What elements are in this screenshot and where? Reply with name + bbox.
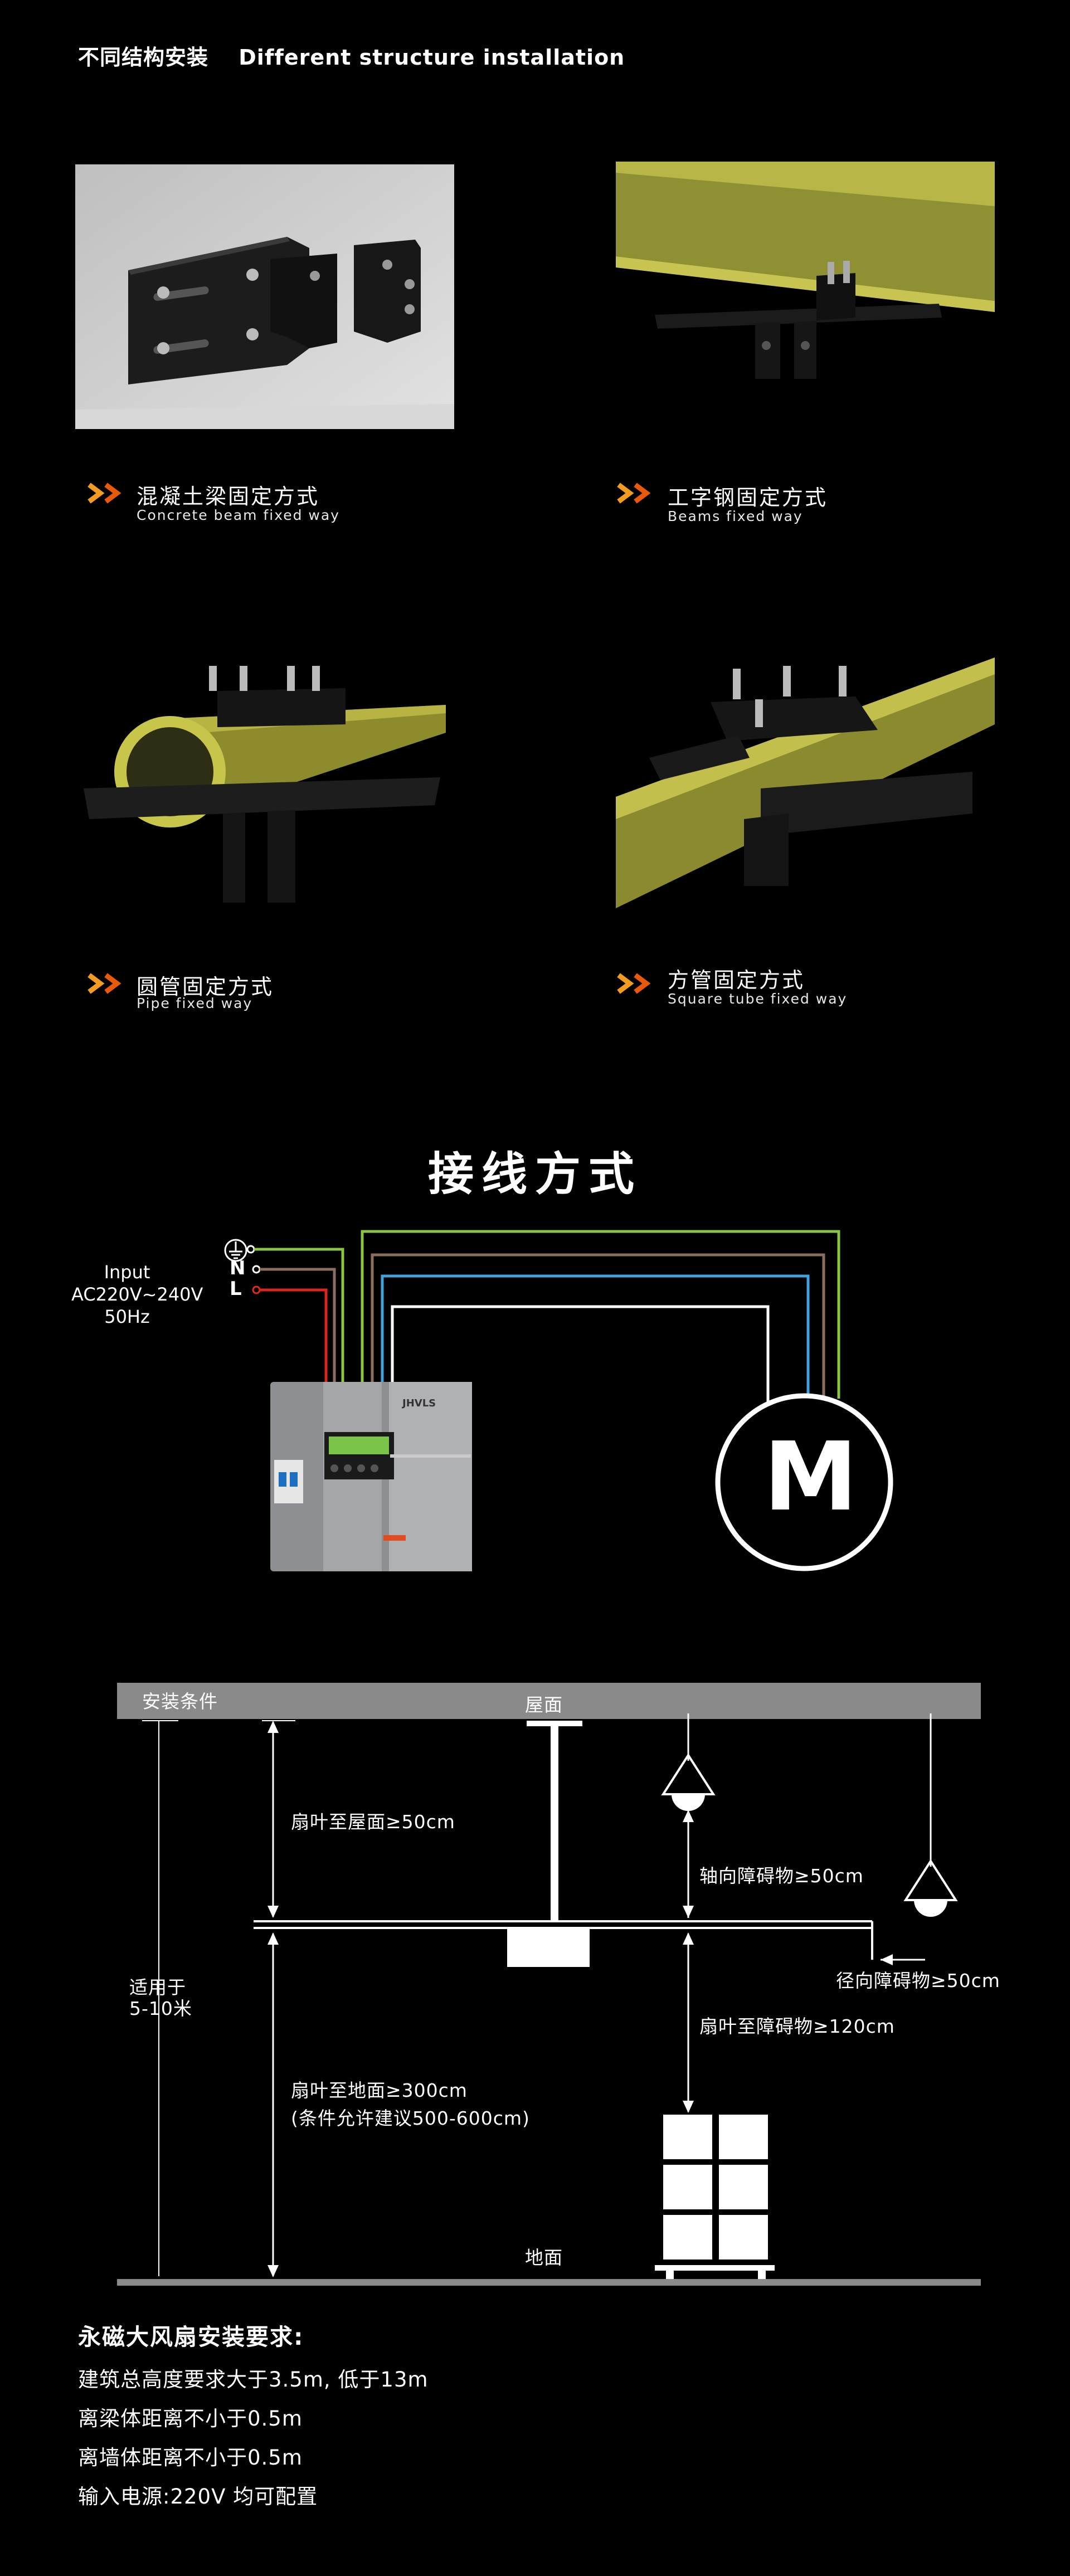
- motor-label: M: [763, 1422, 858, 1532]
- chevron-icon: [86, 972, 125, 995]
- requirement-line: 建筑总高度要求大于3.5m, 低于13m: [78, 2368, 429, 2392]
- i-beam-photo: [616, 162, 995, 379]
- chevron-icon: [616, 972, 655, 995]
- chevron-icon: [86, 482, 125, 504]
- mount-cn-label: 混凝土梁固定方式: [137, 484, 320, 509]
- applicable-line-1: 适用于: [129, 1976, 186, 1998]
- blade-ground-note: (条件允许建议500-600cm): [291, 2107, 530, 2129]
- requirements-title: 永磁大风扇安装要求:: [78, 2324, 304, 2350]
- square-tube-photo: [616, 646, 995, 908]
- requirement-line: 离梁体距离不小于0.5m: [78, 2407, 303, 2431]
- blade-roof-label: 扇叶至屋面≥50cm: [291, 1811, 455, 1833]
- wiring-diagram: [224, 1230, 893, 1571]
- section-title: 不同结构安装 Different structure installation: [78, 40, 647, 71]
- input-line-3: 50Hz: [104, 1306, 150, 1327]
- section-title-cn: 不同结构安装: [78, 45, 209, 70]
- input-label: Input AC220V~240V 50Hz: [71, 1261, 203, 1328]
- install-conditions-label: 安装条件: [142, 1691, 218, 1712]
- axial-obstacle-label: 轴向障碍物≥50cm: [699, 1865, 864, 1887]
- concrete-beam-photo: [75, 164, 454, 429]
- pin-l-label: L: [230, 1278, 242, 1300]
- installation-diagram: [117, 1683, 981, 2286]
- pipe-photo: [78, 658, 451, 914]
- mount-en-label: Concrete beam fixed way: [137, 507, 340, 523]
- mount-cn-label: 圆管固定方式: [137, 975, 274, 999]
- applicable-line-2: 5-10米: [129, 1998, 192, 2019]
- chevron-icon: [616, 482, 655, 504]
- wiring-title: 接线方式: [427, 1148, 642, 1201]
- roof-label: 屋面: [525, 1694, 563, 1716]
- mount-en-label: Square tube fixed way: [668, 991, 848, 1007]
- input-line-2: AC220V~240V: [71, 1284, 203, 1305]
- input-line-1: Input: [104, 1262, 150, 1283]
- requirement-line: 输入电源:220V 均可配置: [78, 2485, 318, 2509]
- ground-icon: [224, 1239, 247, 1262]
- ground-label: 地面: [525, 2247, 563, 2268]
- controller-box: [270, 1382, 472, 1571]
- radial-obstacle-label: 径向障碍物≥50cm: [836, 1970, 1000, 1991]
- mount-en-label: Pipe fixed way: [137, 995, 253, 1011]
- mount-en-label: Beams fixed way: [668, 508, 803, 524]
- blade-obstacle-label: 扇叶至障碍物≥120cm: [699, 2015, 895, 2037]
- section-title-en: Different structure installation: [239, 45, 625, 70]
- obstacle-boxes: [655, 2115, 775, 2279]
- mount-cn-label: 方管固定方式: [668, 968, 805, 992]
- motor-housing: [507, 1929, 590, 1967]
- pin-n-label: N: [230, 1257, 246, 1279]
- requirement-line: 离墙体距离不小于0.5m: [78, 2446, 303, 2470]
- mount-cn-label: 工字钢固定方式: [668, 485, 828, 510]
- motor-icon: [715, 1393, 893, 1571]
- controller-brand: JHVLS: [402, 1397, 436, 1409]
- blade-ground-label: 扇叶至地面≥300cm: [291, 2080, 468, 2101]
- roof-bar: [117, 1683, 981, 1719]
- ground-bar: [117, 2279, 981, 2286]
